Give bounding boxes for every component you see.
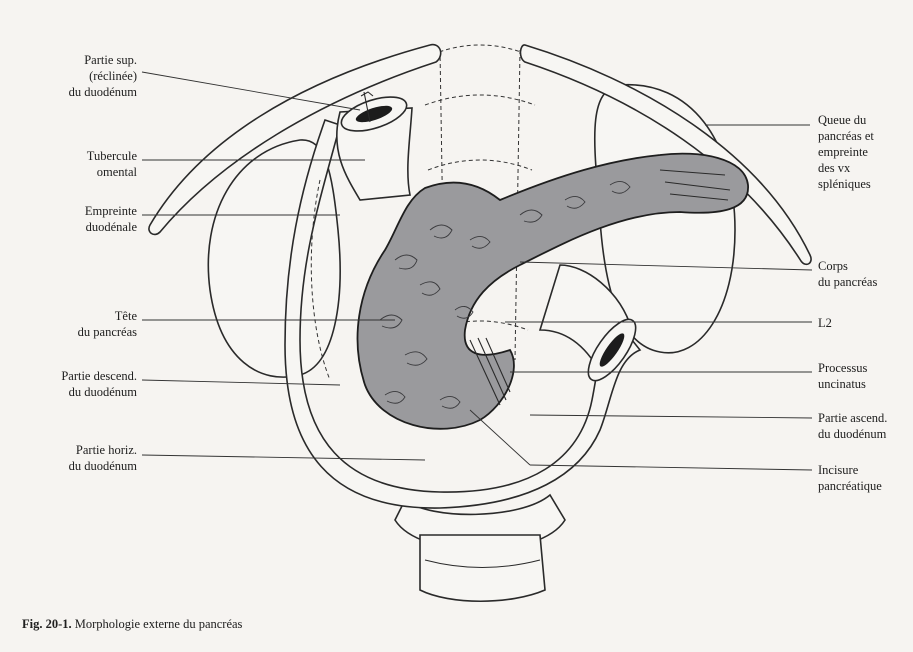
label-queue-pancreas: Queue du pancréas et empreinte des vx sp… [818, 112, 874, 192]
figure-caption: Fig. 20-1. Morphologie externe du pancré… [22, 617, 242, 632]
label-tubercule-omental: Tubercule omental [87, 148, 137, 180]
label-incisure-pancreatique: Incisure pancréatique [818, 462, 882, 494]
label-processus-uncinatus: Processus uncinatus [818, 360, 867, 392]
label-partie-horiz-duodenum: Partie horiz. du duodénum [69, 442, 137, 474]
label-tete-pancreas: Tête du pancréas [78, 308, 137, 340]
label-empreinte-duodenale: Empreinte duodénale [85, 203, 137, 235]
figure-title: Morphologie externe du pancréas [75, 617, 243, 631]
label-partie-ascend-duodenum: Partie ascend. du duodénum [818, 410, 887, 442]
figure-number: Fig. 20-1. [22, 617, 72, 631]
label-l2: L2 [818, 315, 832, 331]
label-partie-descend-duodenum: Partie descend. du duodénum [61, 368, 137, 400]
superior-duodenum [337, 90, 412, 200]
label-corps-pancreas: Corps du pancréas [818, 258, 877, 290]
lower-vertebra [395, 495, 565, 601]
label-partie-sup-duodenum: Partie sup. (réclinée) du duodénum [69, 52, 137, 100]
